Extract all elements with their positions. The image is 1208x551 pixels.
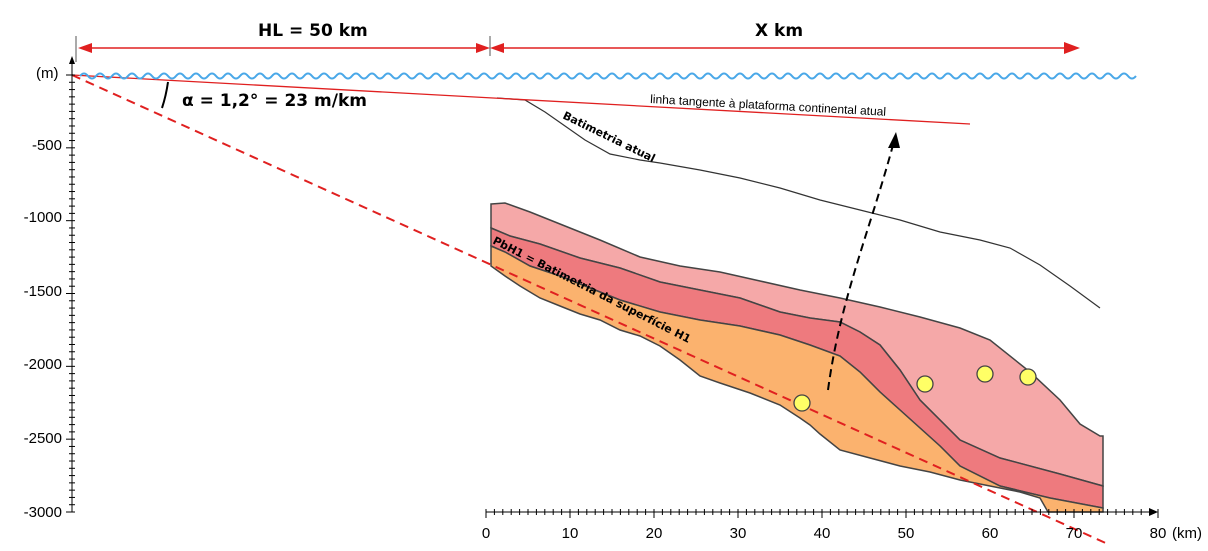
- y-tick-label: -1000: [24, 209, 62, 226]
- hl-label: HL = 50 km: [258, 21, 368, 41]
- layer-bottom: [490, 244, 1104, 513]
- x-axis-arrowhead: [1149, 508, 1158, 516]
- x-tick-label: 30: [730, 525, 747, 542]
- hl-arrow-left-head: [78, 43, 92, 53]
- well-marker: [916, 375, 934, 393]
- top-arrows: [75, 36, 1080, 62]
- x-tick-label: 10: [562, 525, 579, 542]
- y-tick-label: -2500: [24, 430, 62, 447]
- well-markers: [793, 365, 1037, 412]
- x-tick-label: 60: [982, 525, 999, 542]
- x-label: X km: [755, 21, 803, 41]
- current-bathymetry-line: [496, 97, 1101, 309]
- current-bathymetry-label: Batimetria atual: [561, 109, 658, 165]
- tangent-line-label: linha tangente à plataforma continental …: [650, 92, 887, 119]
- sediment-layers: [490, 202, 1104, 513]
- alpha-angle-arc: [161, 81, 169, 109]
- x-tick-label: 50: [898, 525, 915, 542]
- x-tick-label: 20: [646, 525, 663, 542]
- x-tick-label: 0: [482, 525, 490, 542]
- x-tick-label: 70: [1066, 525, 1083, 542]
- slope-dashed-line: [71, 74, 1111, 546]
- well-marker: [1019, 368, 1037, 386]
- y-axis-arrowhead: [69, 56, 75, 64]
- x-axis: [485, 508, 1159, 518]
- y-tick-label: -3000: [24, 504, 62, 521]
- hl-arrow-right-head: [476, 43, 490, 53]
- well-marker: [793, 394, 811, 412]
- tangent-line: [71, 74, 971, 125]
- sea-surface: [79, 72, 1137, 80]
- x-tick-label: 40: [814, 525, 831, 542]
- y-tick-label: -2000: [24, 356, 62, 373]
- well-marker: [976, 365, 994, 383]
- y-unit-label: (m): [36, 65, 59, 82]
- uplift-arrow: [827, 144, 894, 391]
- y-tick-label: -500: [32, 137, 62, 154]
- x-arrow-right-head: [1064, 42, 1080, 54]
- x-unit-label: (km): [1172, 525, 1202, 542]
- x-tick-label: 80: [1150, 525, 1167, 542]
- y-tick-label: -1500: [24, 283, 62, 300]
- uplift-arrowhead: [888, 132, 900, 148]
- y-axis: [66, 56, 75, 513]
- x-arrow-left-head: [490, 43, 504, 53]
- alpha-label: α = 1,2° = 23 m/km: [182, 91, 367, 111]
